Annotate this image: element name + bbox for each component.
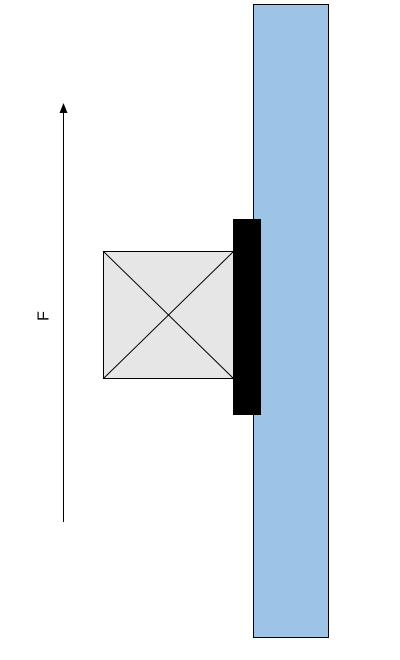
block <box>103 251 234 379</box>
contact-plate <box>233 219 261 415</box>
wall <box>253 4 329 638</box>
block-diagonal-2 <box>103 251 234 379</box>
force-label: F <box>36 311 53 321</box>
